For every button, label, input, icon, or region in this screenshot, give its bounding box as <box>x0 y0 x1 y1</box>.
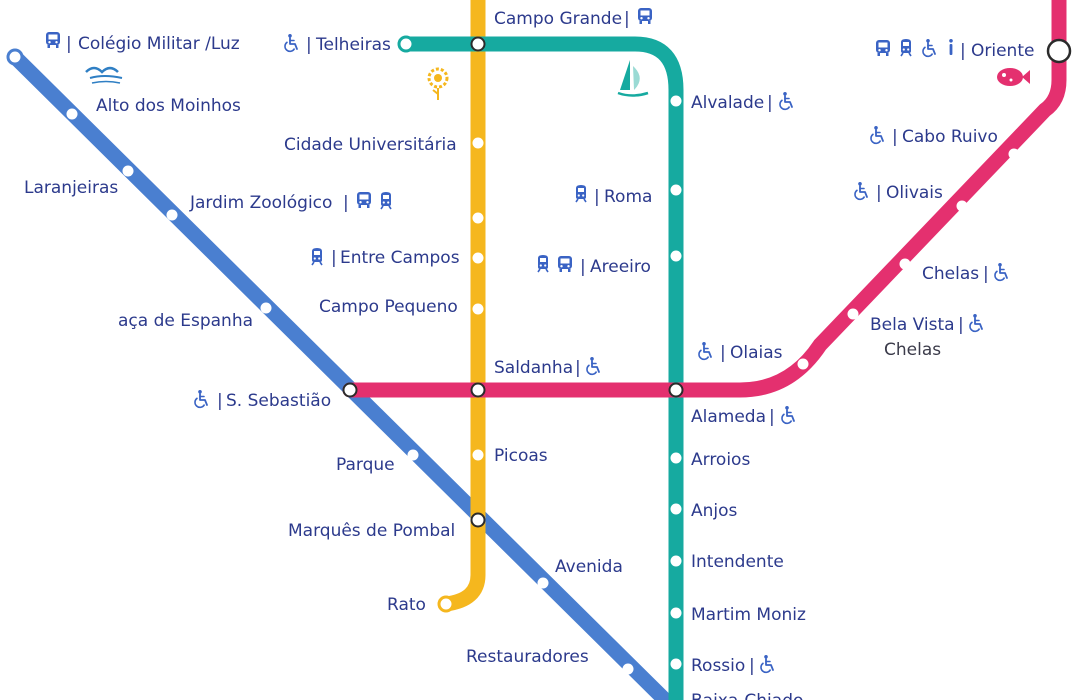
station-label-restauradores[interactable]: Restauradores <box>466 647 589 667</box>
separator: | <box>217 391 223 411</box>
train-icon <box>380 191 392 210</box>
seagull-icon <box>85 66 123 84</box>
fish-icon <box>997 68 1030 86</box>
separator: | <box>624 9 630 29</box>
station-label-telheiras[interactable]: Telheiras <box>315 35 391 55</box>
wheelchair-icon <box>760 654 774 674</box>
separator: | <box>66 34 72 54</box>
station-label-cidade-universitaria[interactable]: Cidade Universitária <box>284 135 457 155</box>
station-label-areeiro[interactable]: Areeiro <box>590 257 651 277</box>
station-label-rossio[interactable]: Rossio <box>691 656 745 676</box>
bus-icon <box>876 40 890 56</box>
train-icon <box>311 247 323 266</box>
station-label-picoas[interactable]: Picoas <box>494 446 548 466</box>
separator: | <box>306 35 312 55</box>
wheelchair-icon <box>994 262 1008 282</box>
separator: | <box>749 656 755 676</box>
wheelchair-icon <box>922 38 936 58</box>
station-label-praca-de-espanha[interactable]: aça de Espanha <box>118 311 253 331</box>
station-label-roma[interactable]: Roma <box>604 187 652 207</box>
station-label-alameda[interactable]: Alameda <box>691 407 766 427</box>
station-label-alvalade[interactable]: Alvalade <box>691 93 764 113</box>
train-icon <box>900 38 912 57</box>
train-icon <box>575 184 587 203</box>
separator: | <box>580 257 586 277</box>
separator: | <box>767 93 773 113</box>
station-label-cabo-ruivo[interactable]: Cabo Ruivo <box>902 127 998 147</box>
station-label-intendente[interactable]: Intendente <box>691 552 784 572</box>
station-label-laranjeiras[interactable]: Laranjeiras <box>24 178 118 198</box>
station-label-arroios[interactable]: Arroios <box>691 450 750 470</box>
bus-icon <box>357 192 371 208</box>
neighborhood-label-chelas: Chelas <box>884 340 941 360</box>
station-label-jardim-zoologico[interactable]: Jardim Zoológico <box>189 193 332 213</box>
station-label-parque[interactable]: Parque <box>336 455 395 475</box>
wheelchair-icon <box>781 405 795 425</box>
separator: | <box>720 343 726 363</box>
station-label-bela-vista[interactable]: Bela Vista <box>870 315 955 335</box>
station-label-saldanha[interactable]: Saldanha <box>494 358 573 378</box>
wheelchair-icon <box>586 356 600 376</box>
station-label-baixa-chiado[interactable]: Baixa-Chiado <box>691 691 803 700</box>
station-label-olaias[interactable]: Olaias <box>730 343 783 363</box>
bus-icon <box>558 256 572 272</box>
sailboat-icon <box>617 60 649 97</box>
interchange-rings <box>6 35 1072 613</box>
wheelchair-icon <box>969 313 983 333</box>
station-label-campo-grande[interactable]: Campo Grande <box>494 9 622 29</box>
separator: | <box>983 264 989 284</box>
station-label-entre-campos[interactable]: Entre Campos <box>340 248 460 268</box>
bus-icon <box>638 8 652 24</box>
wheelchair-icon <box>870 125 884 145</box>
station-label-campo-pequeno[interactable]: Campo Pequeno <box>319 297 458 317</box>
station-label-marques-de-pombal[interactable]: Marquês de Pombal <box>288 521 455 541</box>
wheelchair-icon <box>194 389 208 409</box>
bus-icon <box>46 32 60 48</box>
station-label-chelas[interactable]: Chelas <box>922 264 979 284</box>
separator: | <box>331 248 337 268</box>
station-label-avenida[interactable]: Avenida <box>555 557 623 577</box>
sunflower-icon <box>427 67 449 100</box>
line-blue <box>7 49 673 700</box>
station-label-s-sebastiao[interactable]: S. Sebastião <box>226 391 331 411</box>
station-label-alto-dos-moinhos[interactable]: Alto dos Moinhos <box>96 96 241 116</box>
station-label-anjos[interactable]: Anjos <box>691 501 738 521</box>
wheelchair-icon <box>854 181 868 201</box>
station-label-martim-moniz[interactable]: Martim Moniz <box>691 605 806 625</box>
station-label-olivais[interactable]: Olivais <box>886 183 943 203</box>
info-icon <box>949 39 953 55</box>
wheelchair-icon <box>284 33 298 53</box>
station-label-rato[interactable]: Rato <box>387 595 426 615</box>
station-dots <box>66 95 1020 675</box>
line-green <box>398 36 684 700</box>
separator: | <box>343 193 349 213</box>
station-label-oriente[interactable]: Oriente <box>971 41 1034 61</box>
wheelchair-icon <box>698 341 712 361</box>
separator: | <box>769 407 775 427</box>
separator: | <box>960 41 966 61</box>
line-red <box>342 0 1067 398</box>
separator: | <box>876 183 882 203</box>
wheelchair-icon <box>779 91 793 111</box>
separator: | <box>892 127 898 147</box>
train-icon <box>537 254 549 273</box>
station-label-colegio-militar[interactable]: Colégio Militar /Luz <box>78 34 240 54</box>
separator: | <box>958 315 964 335</box>
separator: | <box>575 358 581 378</box>
separator: | <box>594 187 600 207</box>
